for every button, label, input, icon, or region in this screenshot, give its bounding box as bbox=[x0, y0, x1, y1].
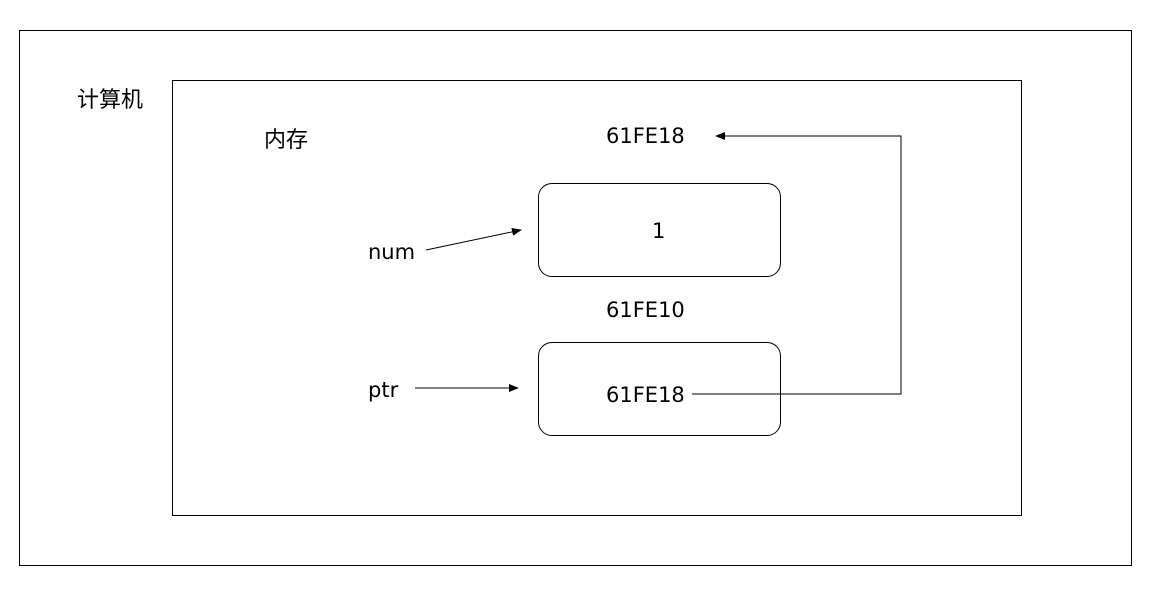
computer-frame bbox=[19, 30, 1132, 566]
num-variable-label: num bbox=[368, 240, 416, 264]
num-value: 1 bbox=[652, 219, 666, 243]
num-address-label: 61FE18 bbox=[606, 124, 685, 148]
ptr-value: 61FE18 bbox=[606, 383, 685, 407]
memory-frame bbox=[172, 80, 1022, 516]
ptr-address-label: 61FE10 bbox=[606, 298, 685, 322]
ptr-variable-label: ptr bbox=[368, 378, 399, 402]
computer-label: 计算机 bbox=[77, 88, 144, 113]
memory-label: 内存 bbox=[264, 128, 309, 153]
